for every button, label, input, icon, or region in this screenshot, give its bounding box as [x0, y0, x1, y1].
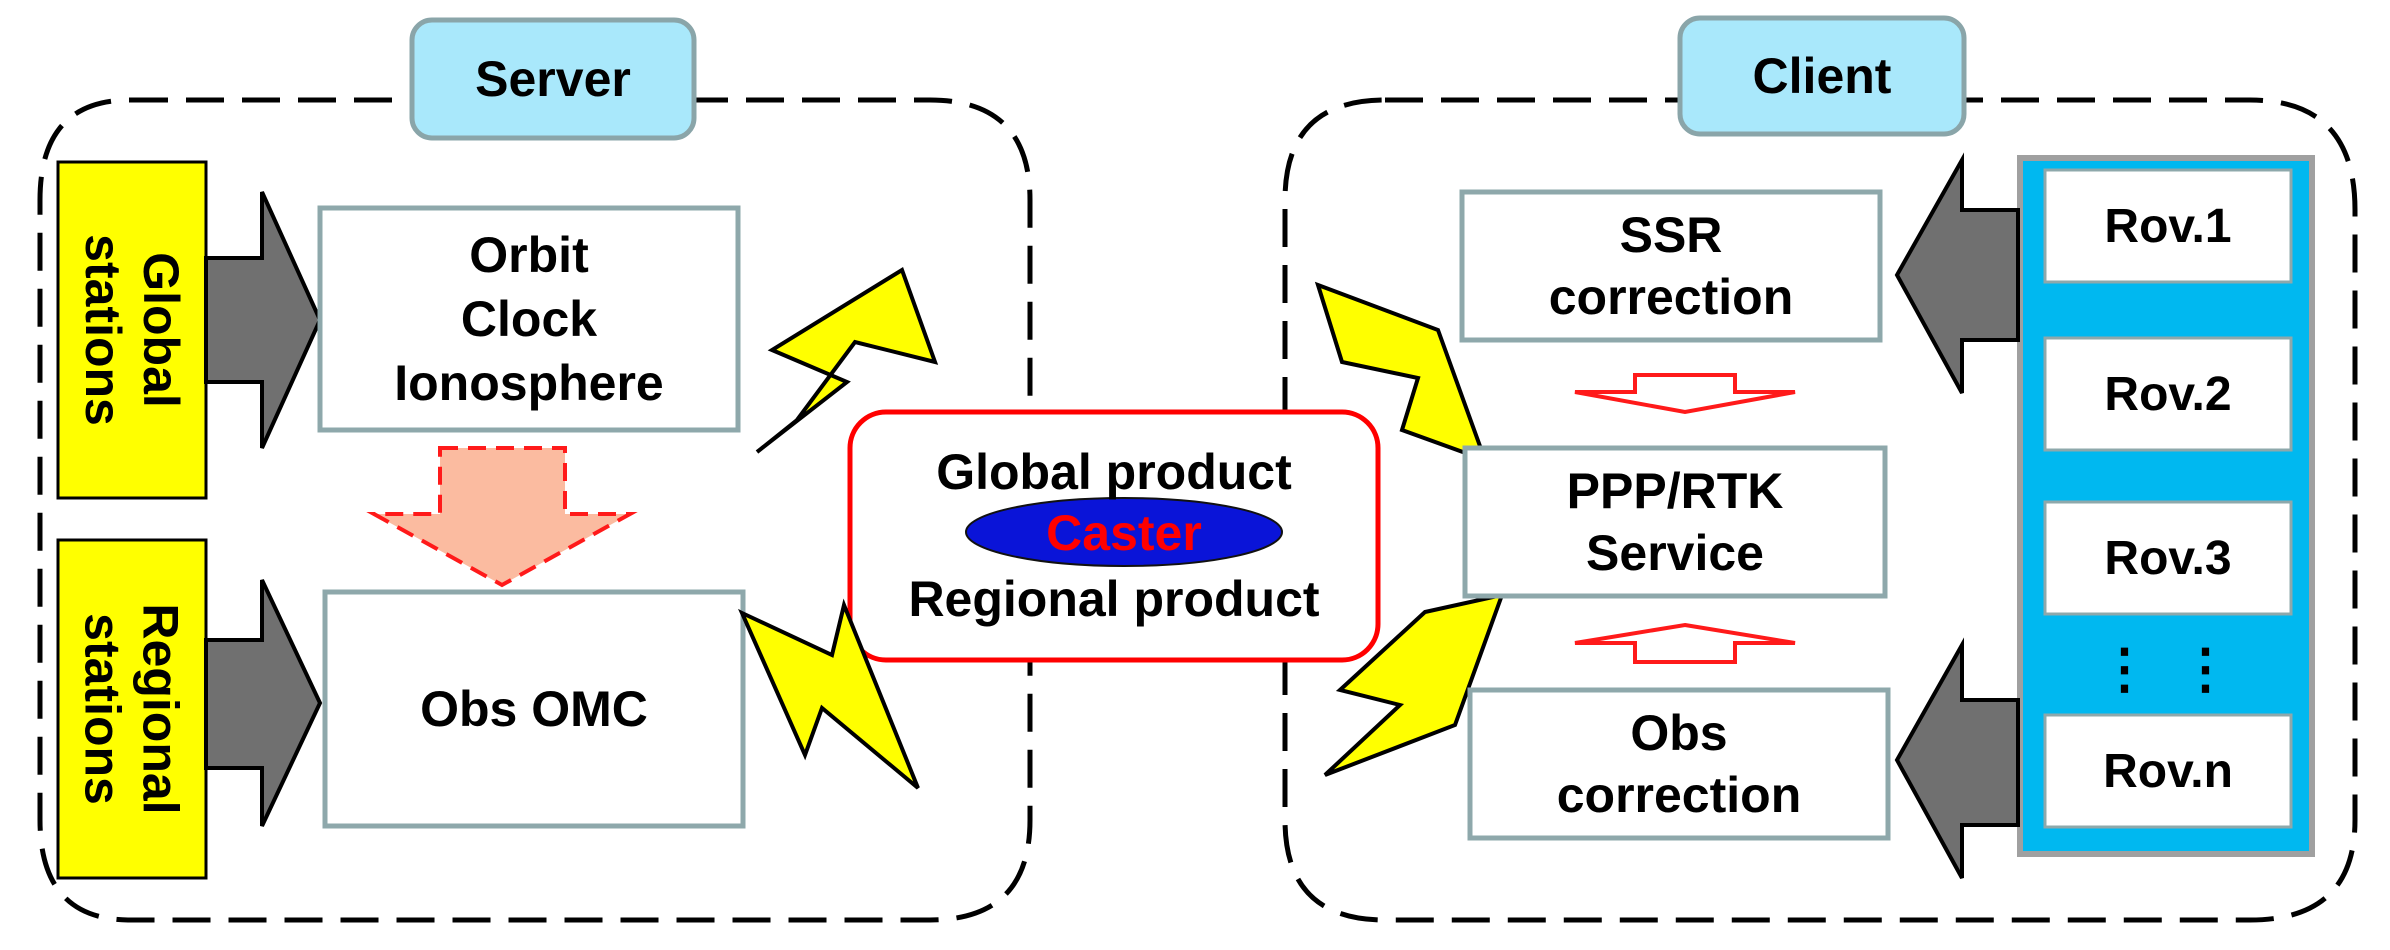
obs-omc-box — [322, 589, 746, 829]
obs-omc-label: Obs OMC — [420, 681, 648, 737]
orbit-clock-box — [317, 205, 741, 433]
global-stations-box — [56, 160, 208, 500]
rover-2-label: Rov.2 — [2104, 367, 2232, 421]
global-stations-line-2: stations — [75, 234, 132, 426]
server-lower-lightning-arrow — [738, 598, 920, 790]
regional-product-label: Regional product — [908, 571, 1320, 627]
rover-3-box — [2043, 500, 2293, 616]
obs-correction-label: Obs correction — [1470, 690, 1888, 838]
rover-1-label: Rov.1 — [2104, 199, 2232, 253]
global-stations-arrow — [204, 191, 323, 449]
obs-correction-box — [1467, 687, 1891, 841]
client-tab-label: Client — [1752, 48, 1892, 104]
regional-stations-box — [56, 538, 208, 880]
regional-stations-label: Regional stations — [58, 540, 206, 878]
server-region-border — [37, 97, 1033, 923]
ssr-correction-box — [1459, 189, 1883, 343]
ppp-rtk-box — [1462, 445, 1888, 599]
ppp-rtk-label: PPP/RTK Service — [1465, 448, 1885, 596]
rover-3-label: Rov.3 — [2104, 531, 2232, 585]
rover-n-label: Rov.n — [2103, 744, 2233, 798]
server-tab-label: Server — [475, 51, 631, 107]
client-region-border — [1282, 97, 2358, 923]
global-product-label: Global product — [936, 444, 1292, 500]
ssr-correction-word: correction — [1548, 269, 1794, 325]
rovers-to-obs-arrow — [1894, 637, 2020, 879]
caster-label: Caster — [1046, 505, 1202, 561]
client-lower-lightning-arrow — [1323, 592, 1506, 777]
regional-stations-line-2: stations — [75, 613, 132, 805]
client-upper-lightning-arrow — [1314, 281, 1489, 464]
ssr-to-ppp-arrow — [1574, 373, 1796, 415]
server-upper-lightning-arrow — [755, 267, 939, 454]
ionosphere-label: Ionosphere — [394, 355, 664, 411]
rover-n-box — [2043, 713, 2293, 829]
global-stations-line-1: Global — [133, 252, 190, 408]
orbit-label: Orbit — [469, 227, 589, 283]
obs-word: Obs — [1630, 705, 1728, 761]
orbit-clock-label: Orbit Clock Ionosphere — [320, 208, 738, 430]
server-tab-shape — [409, 17, 697, 141]
rover-2-box — [2043, 336, 2293, 452]
rovers-to-ssr-arrow — [1894, 152, 2020, 394]
rover-ellipsis: ⋮ ⋮ — [2097, 638, 2239, 699]
global-stations-label: Global stations — [58, 162, 206, 498]
obs-correction-word: correction — [1556, 767, 1802, 823]
obs-to-ppp-arrow — [1574, 622, 1796, 664]
orbit-to-omc-arrow — [366, 446, 638, 588]
ppp-rtk-word: PPP/RTK — [1566, 463, 1784, 519]
service-word: Service — [1586, 525, 1764, 581]
caster-ellipse — [965, 497, 1283, 567]
ssr-label: SSR — [1619, 207, 1723, 263]
rover-1-box — [2043, 168, 2293, 284]
clock-label: Clock — [460, 291, 598, 347]
client-tab-shape — [1677, 15, 1967, 137]
ssr-correction-label: SSR correction — [1462, 192, 1880, 340]
regional-stations-arrow — [204, 579, 323, 827]
regional-stations-line-1: Regional — [133, 603, 190, 815]
